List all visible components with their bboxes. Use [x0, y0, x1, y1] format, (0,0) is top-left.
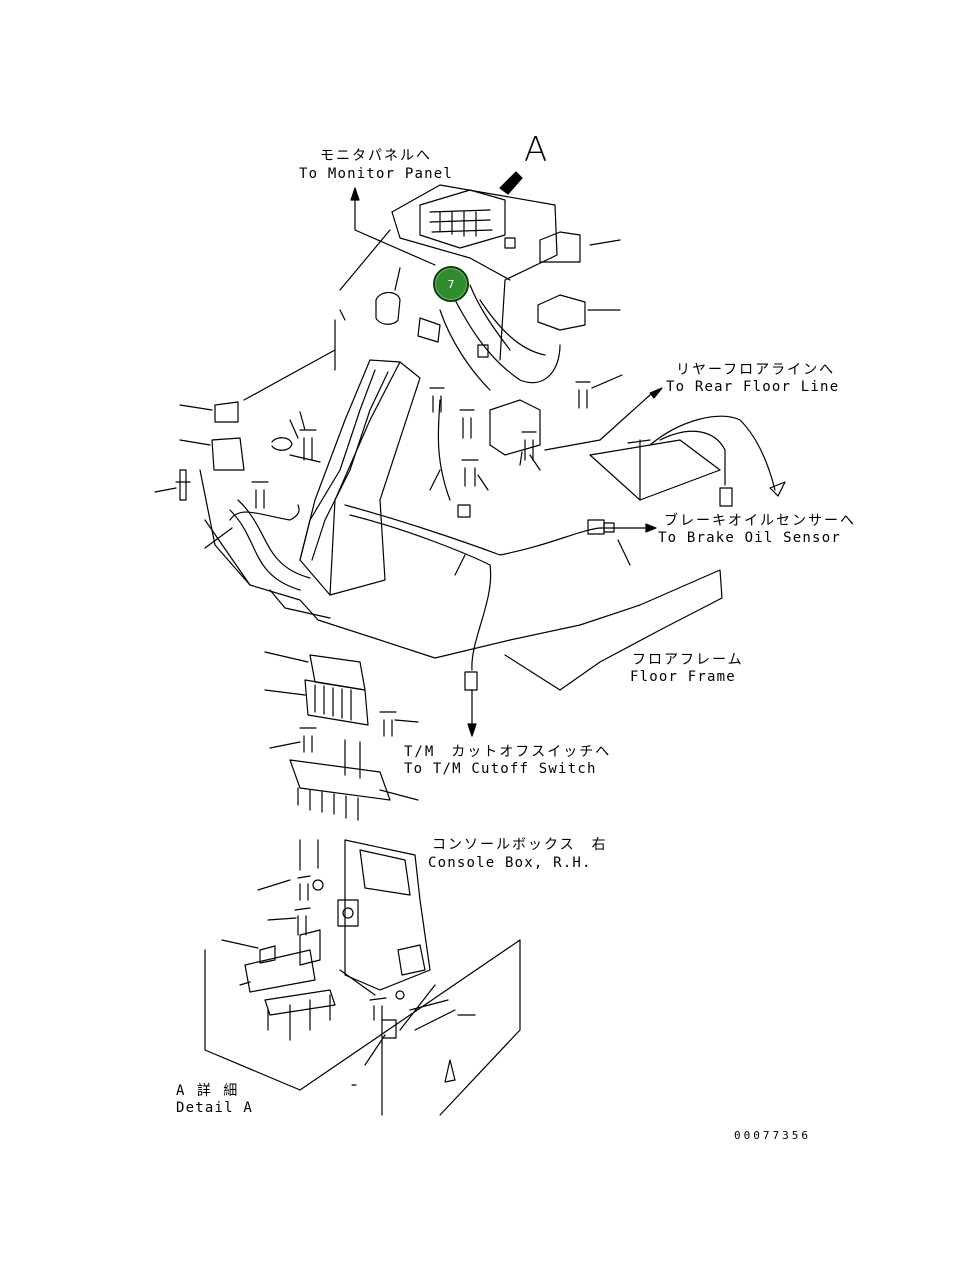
callout-floor-frame-en: Floor Frame — [630, 669, 736, 685]
callout-monitor-panel-en: To Monitor Panel — [298, 166, 454, 182]
callout-brake-oil-sensor-en: To Brake Oil Sensor — [658, 530, 841, 546]
pedal-column — [299, 359, 421, 596]
callout-rear-floor-line-jp: リヤーフロアラインへ — [676, 362, 836, 378]
detail-a-title-en: Detail A — [176, 1100, 254, 1116]
callout-brake-oil-sensor-jp: ブレーキオイルセンサーへ — [664, 513, 856, 529]
detail-a-title-jp: A 詳 細 — [176, 1083, 240, 1099]
part-marker-label: 7 — [447, 277, 455, 291]
callout-arrows — [350, 171, 663, 737]
part-marker-7[interactable]: 7 — [433, 266, 469, 302]
rear-floor-line-part — [589, 415, 786, 501]
connectors-and-bolts — [175, 231, 733, 691]
callout-rear-floor-line-en: To Rear Floor Line — [666, 379, 840, 395]
connector-block-exploded — [264, 651, 419, 821]
floor-frame-outline — [199, 469, 723, 691]
callout-tm-cutoff-switch-jp: T/M カットオフスイッチへ — [404, 744, 612, 760]
callout-monitor-panel-jp: モニタパネルへ — [320, 148, 432, 164]
callout-floor-frame-jp: フロアフレーム — [632, 652, 744, 668]
callout-tm-cutoff-switch-en: To T/M Cutoff Switch — [404, 761, 597, 777]
view-letter-a: A — [524, 130, 549, 170]
callout-console-box-jp: コンソールボックス 右 — [432, 837, 608, 853]
drawing-code: 00077356 — [734, 1129, 811, 1142]
leader-lines — [154, 239, 651, 576]
callout-console-box-en: Console Box, R.H. — [428, 855, 592, 871]
wire-harness — [229, 284, 641, 671]
detail-a-drawing — [204, 839, 521, 1116]
monitor-panel-housing — [339, 184, 558, 361]
